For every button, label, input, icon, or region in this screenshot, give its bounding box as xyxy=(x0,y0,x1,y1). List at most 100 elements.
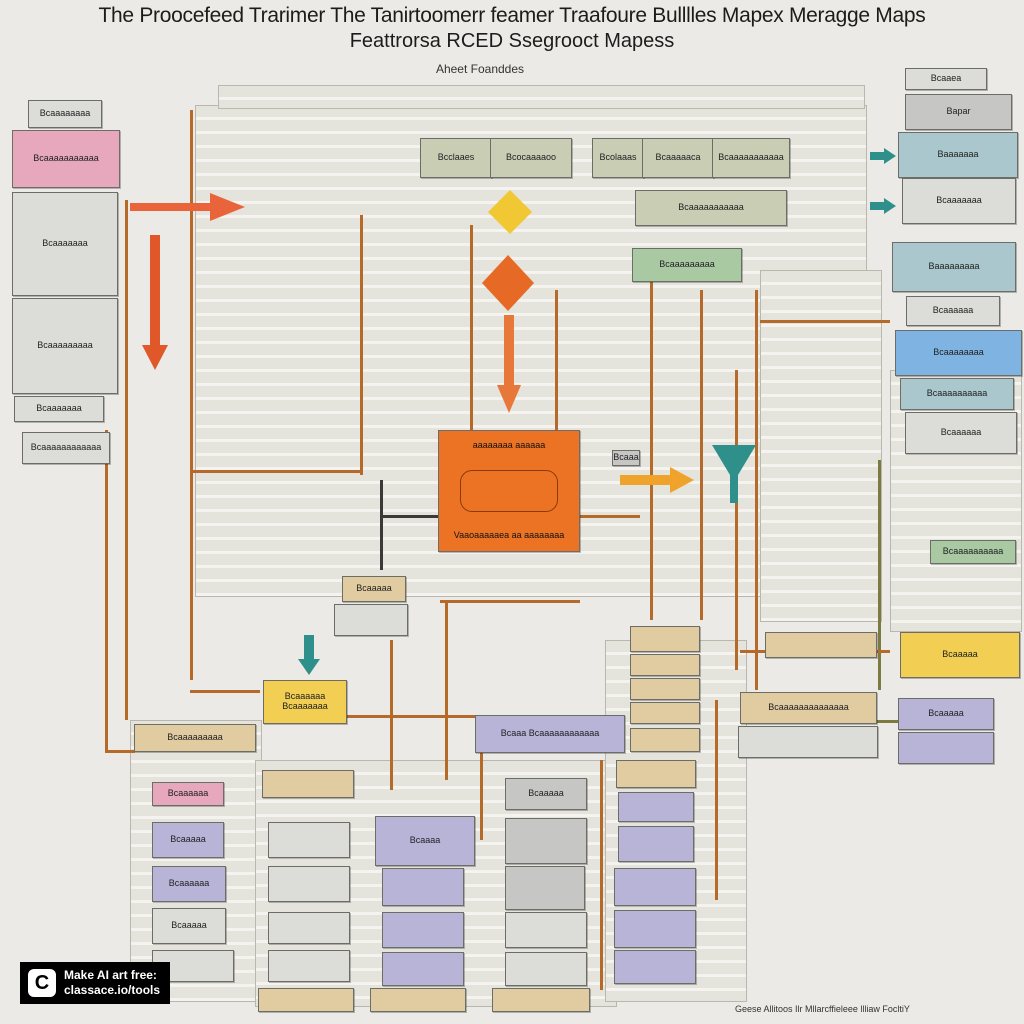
right-box[interactable] xyxy=(898,732,994,764)
left-box[interactable]: Bcaaaaaaaaaaa xyxy=(12,130,120,188)
top-box[interactable]: Bcclaaes xyxy=(420,138,492,178)
stack-box[interactable]: Bcaaaaa xyxy=(152,908,226,944)
stack-box[interactable] xyxy=(614,950,696,984)
connector-line xyxy=(650,270,653,620)
connector-line xyxy=(860,720,900,723)
connector-line xyxy=(380,515,440,518)
stack-box[interactable] xyxy=(258,988,354,1012)
right-box[interactable]: Baaaaaaa xyxy=(898,132,1018,178)
diagram-subtitle: Feattrorsa RCED Ssegrooct Mapess xyxy=(349,30,675,52)
connector-line xyxy=(190,690,260,693)
watermark-line2: classace.io/tools xyxy=(64,983,161,997)
right-box[interactable]: Bapar xyxy=(905,94,1012,130)
stack-box[interactable] xyxy=(505,818,587,864)
arrow-down-icon xyxy=(142,235,168,370)
right-box[interactable]: Bcaaaaa xyxy=(900,632,1020,678)
lower-box[interactable]: Bcaaaaa xyxy=(342,576,406,602)
stack-box[interactable] xyxy=(505,952,587,986)
stack-box[interactable] xyxy=(262,770,354,798)
lower-box[interactable] xyxy=(765,632,877,658)
stack-box[interactable] xyxy=(492,988,590,1012)
right-box[interactable]: Bcaaea xyxy=(905,68,987,90)
connector-line xyxy=(345,715,475,718)
right-box[interactable]: Bcaaaaaa xyxy=(905,412,1017,454)
watermark-text: Make AI art free: classace.io/tools xyxy=(64,968,160,998)
diagram-caption: Aheet Foanddes xyxy=(435,62,525,76)
right-box[interactable]: Bcaaaaaaaaaa xyxy=(930,540,1016,564)
small-tag-box[interactable]: Bcaaa xyxy=(612,450,640,466)
lower-box[interactable]: Bcaaa Bcaaaaaaaaaaaa xyxy=(475,715,625,753)
stack-box[interactable] xyxy=(370,988,466,1012)
connector-line xyxy=(445,600,448,780)
top-box[interactable]: Bcocaaaaoo xyxy=(490,138,572,178)
stack-box[interactable] xyxy=(268,866,350,902)
left-box[interactable]: Bcaaaaaaaaaaaa xyxy=(22,432,110,464)
right-box[interactable]: Bcaaaaaa xyxy=(906,296,1000,326)
stack-box[interactable] xyxy=(614,910,696,948)
stack-box[interactable] xyxy=(618,826,694,862)
top-box[interactable]: Bcaaaaaaaaaaa xyxy=(712,138,790,178)
middle-box[interactable]: Bcaaaaaaaaa xyxy=(632,248,742,282)
connector-line xyxy=(760,320,890,323)
connector-line xyxy=(580,515,640,518)
stack-box[interactable] xyxy=(618,792,694,822)
stack-box[interactable] xyxy=(268,950,350,982)
right-box[interactable]: Bcaaaaaaa xyxy=(902,178,1016,224)
stack-box[interactable] xyxy=(505,866,585,910)
watermark-badge[interactable]: C Make AI art free: classace.io/tools xyxy=(20,962,170,1004)
stack-box[interactable] xyxy=(382,868,464,906)
central-block-caption: Vaaoaaaaaea aa aaaaaaaa xyxy=(453,530,565,541)
stack-box[interactable]: Bcaaaa xyxy=(375,816,475,866)
right-panel xyxy=(760,270,882,622)
stack-box[interactable] xyxy=(630,626,700,652)
top-box[interactable]: Bcaaaaaca xyxy=(642,138,714,178)
stack-box[interactable] xyxy=(382,912,464,948)
connector-line xyxy=(190,470,360,473)
stack-box[interactable] xyxy=(268,822,350,858)
stack-box[interactable] xyxy=(630,678,700,700)
stack-box[interactable] xyxy=(630,654,700,676)
arrow-down-icon xyxy=(298,635,320,675)
lower-box[interactable]: Bcaaaaaaaaaaaaaa xyxy=(740,692,877,724)
arrow-right-icon xyxy=(130,193,245,221)
stack-box[interactable] xyxy=(630,728,700,752)
left-box[interactable]: Bcaaaaaaaaa xyxy=(12,298,118,394)
connector-line xyxy=(470,225,473,445)
stack-box[interactable] xyxy=(630,702,700,724)
lower-box[interactable] xyxy=(738,726,878,758)
stack-box[interactable] xyxy=(614,868,696,906)
stack-box[interactable] xyxy=(505,912,587,948)
stack-box[interactable] xyxy=(382,952,464,986)
connector-line xyxy=(480,740,483,840)
arrow-right-icon xyxy=(620,467,694,493)
left-box[interactable]: Bcaaaaaaaa xyxy=(28,100,102,128)
connector-line xyxy=(755,290,758,690)
lower-box[interactable]: Bcaaaaaaaaa xyxy=(134,724,256,752)
right-box[interactable]: Bcaaaaaaaaaa xyxy=(900,378,1014,410)
watermark-line1: Make AI art free: xyxy=(64,968,157,982)
connector-line xyxy=(105,750,135,753)
lower-box[interactable]: Bcaaaaaa Bcaaaaaaa xyxy=(263,680,347,724)
connector-line xyxy=(125,200,128,720)
right-box[interactable]: Bcaaaaa xyxy=(898,698,994,730)
stack-box[interactable] xyxy=(616,760,696,788)
lower-box[interactable] xyxy=(334,604,408,636)
stack-box[interactable]: Bcaaaaa xyxy=(505,778,587,810)
right-box[interactable]: Baaaaaaaaa xyxy=(892,242,1016,292)
connector-line xyxy=(715,700,718,900)
right-box[interactable]: Bcaaaaaaaa xyxy=(895,330,1022,376)
left-box[interactable]: Bcaaaaaaa xyxy=(14,396,104,422)
stack-box[interactable]: Bcaaaaaa xyxy=(152,782,224,806)
connector-line xyxy=(555,290,558,440)
connector-line xyxy=(700,290,703,620)
top-box[interactable]: Bcolaaas xyxy=(592,138,644,178)
middle-box[interactable]: Bcaaaaaaaaaaa xyxy=(635,190,787,226)
central-process-block[interactable]: aaaaaaaa aaaaaa Vaaoaaaaaea aa aaaaaaaa xyxy=(438,430,580,552)
diagram-title: The Proocefeed Trarimer The Tanirtoomerr… xyxy=(98,4,926,27)
stack-box[interactable]: Bcaaaaa xyxy=(152,822,224,858)
stack-box[interactable] xyxy=(268,912,350,944)
left-box[interactable]: Bcaaaaaaa xyxy=(12,192,118,296)
connector-line xyxy=(190,110,193,680)
arrow-down-icon xyxy=(497,315,521,413)
stack-box[interactable]: Bcaaaaaa xyxy=(152,866,226,902)
